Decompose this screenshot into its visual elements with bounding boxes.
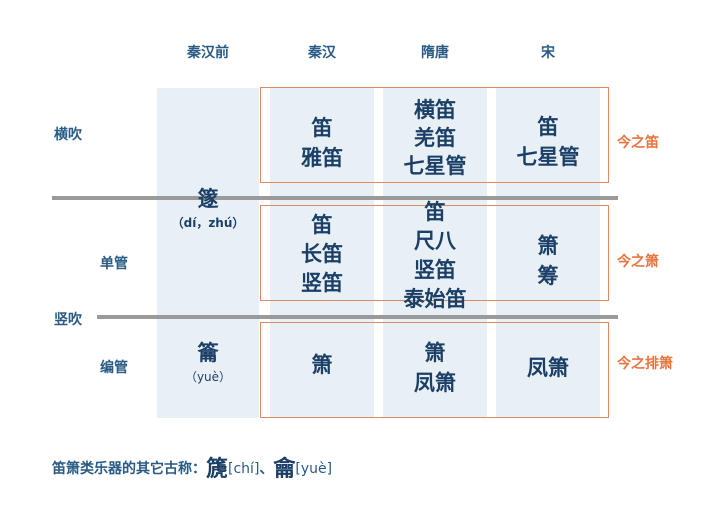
item: 笛 (424, 200, 446, 224)
label-danguan: 单管 (100, 256, 128, 272)
item: 笛 (537, 115, 559, 139)
cell-hengchui-song: 笛 七星管 (496, 112, 600, 172)
column-qinhan (270, 88, 374, 418)
cell-hengchui-qinhan: 笛 雅笛 (270, 113, 374, 173)
row-box-hengchui (260, 87, 609, 183)
cell-danguan-song: 箫 筹 (496, 231, 600, 291)
footer-pinyin-yue: [yuè] (295, 461, 333, 477)
header-pre-qinhan: 秦汉前 (187, 45, 229, 61)
pinyin-di-zhu: （dí，zhú） (171, 216, 245, 230)
item: 七星管 (516, 145, 580, 169)
header-qinhan: 秦汉 (308, 45, 336, 61)
item: 竖笛 (301, 271, 343, 295)
char-di-zhu: 篴 (197, 187, 219, 211)
item: 箫 (311, 353, 333, 377)
row-box-danguan (260, 205, 609, 301)
item: 泰始笛 (403, 287, 467, 311)
footer-separator: 、 (259, 461, 274, 477)
cell-bianguan-suitang: 箫 凤箫 (383, 338, 487, 398)
footer-pinyin-chi: [chí] (228, 461, 260, 477)
column-suitang (383, 88, 487, 418)
cell-bianguan-qinhan: 箫 (270, 350, 374, 380)
item: 雅笛 (301, 146, 343, 170)
item: 羌笛 (414, 126, 456, 150)
column-pre-qinhan (157, 88, 259, 418)
item: 笛 (311, 213, 333, 237)
cell-pre-qinhan-yue: 籥 （yuè） (157, 338, 259, 386)
row-box-bianguan (260, 322, 609, 418)
label-hengchui: 横吹 (54, 127, 82, 143)
footer-char-chi: 篪 (206, 457, 229, 482)
footer-char-yue: 龠 (273, 457, 296, 482)
item: 七星管 (403, 154, 467, 178)
cell-hengchui-suitang: 横笛 羌笛 七星管 (383, 96, 487, 180)
item: 箫 (424, 341, 446, 365)
column-song (496, 88, 600, 418)
label-bianguan: 编管 (100, 360, 128, 376)
pinyin-yue: （yuè） (184, 370, 232, 384)
item: 长笛 (301, 242, 343, 266)
footer-label: 笛箫类乐器的其它古称： (52, 461, 206, 477)
item: 横笛 (414, 98, 456, 122)
char-yue: 籥 (197, 341, 219, 365)
item: 尺八 (414, 229, 456, 253)
header-suitang: 隋唐 (421, 45, 449, 61)
item: 箫 (537, 234, 559, 258)
cell-danguan-qinhan: 笛 长笛 竖笛 (270, 211, 374, 298)
cell-danguan-suitang: 笛 尺八 竖笛 泰始笛 (383, 198, 487, 314)
header-song: 宋 (541, 45, 555, 61)
item: 凤箫 (414, 371, 456, 395)
item: 筹 (537, 264, 559, 288)
item: 凤箫 (527, 356, 569, 380)
label-jin-zhi-di: 今之笛 (617, 135, 659, 151)
footer-note: 笛箫类乐器的其它古称：篪[chí]、龠[yuè] (52, 451, 332, 483)
cell-bianguan-song: 凤箫 (496, 353, 600, 383)
divider-hengchui-shuchui (52, 196, 618, 200)
label-jin-zhi-paixiao: 今之排箫 (617, 356, 673, 372)
item: 笛 (311, 116, 333, 140)
cell-pre-qinhan-di-zhu: 篴 （dí，zhú） (157, 184, 259, 232)
item: 竖笛 (414, 258, 456, 282)
divider-danguan-bianguan (97, 315, 618, 319)
label-jin-zhi-xiao: 今之箫 (617, 254, 659, 270)
label-shuchui: 竖吹 (54, 312, 82, 328)
